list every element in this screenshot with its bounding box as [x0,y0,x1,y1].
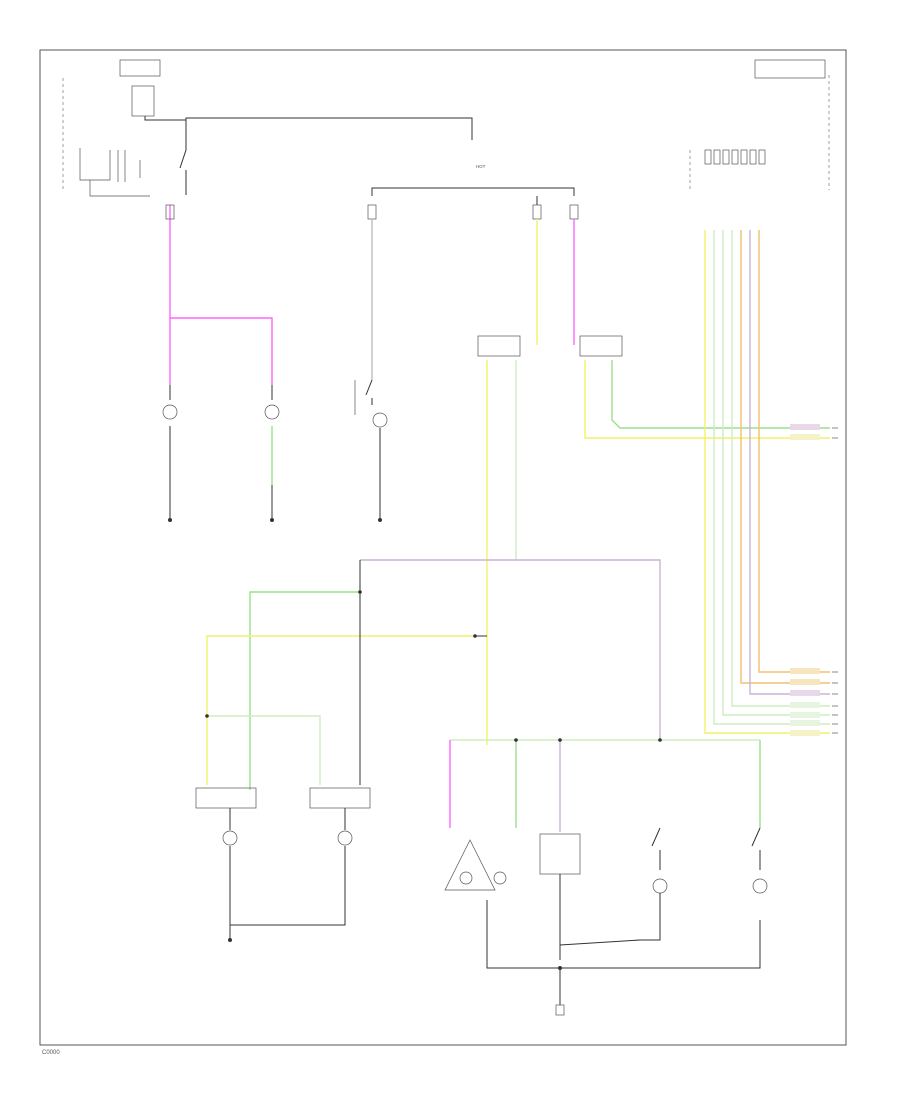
connector-pins-top [704,149,766,165]
power-bus-top [371,187,575,196]
mid-feed-wires [532,204,579,345]
bottom-left-lamps [195,787,371,942]
warning-lamp-label: HOT [476,164,486,169]
gray-relay-wire [367,204,377,380]
diagram-code: C0000 [42,1050,60,1056]
bottom-right-switches [559,827,768,946]
middle-distribution-wires [205,559,661,790]
bottom-bus [449,738,761,832]
harness-connector-left [477,335,521,357]
left-lamp-switch-1 [162,385,178,522]
courtesy-lamp-switch [354,379,388,522]
pink-feed-wire [165,204,273,385]
right-edge-pins [832,427,838,734]
harness-connector-right [579,335,623,357]
bottom-center-devices [444,833,761,1016]
right-harness-wires [704,230,830,734]
center-trunk-wires [486,360,830,745]
fuse-block-top-left: HOT [62,59,486,197]
connector-block-top-right [689,59,830,190]
diagram-frame [39,49,847,1046]
right-wire-labels [790,424,820,736]
left-lamp-switch-2 [264,385,280,522]
